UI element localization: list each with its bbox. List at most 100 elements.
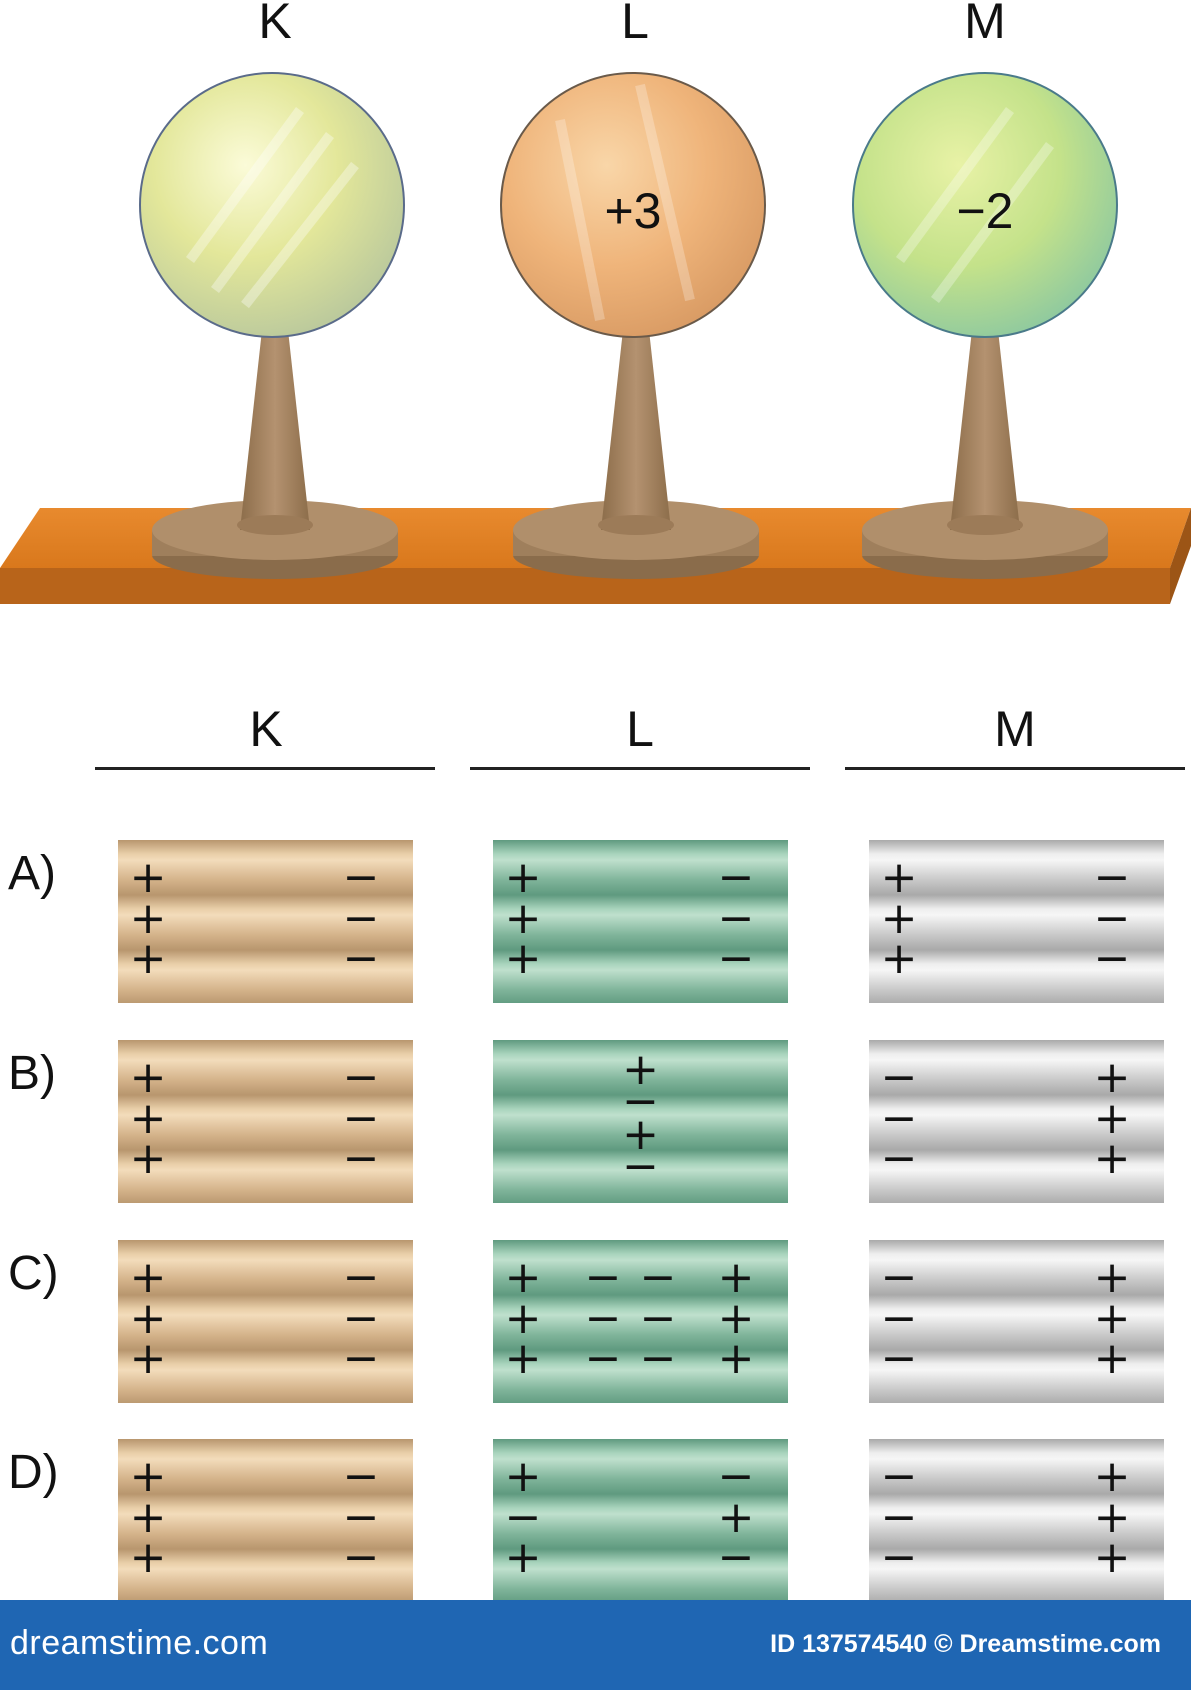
minus-sign: − <box>342 1292 380 1344</box>
sphere-label-l: L <box>621 0 649 49</box>
plate-m: −+−+−+ <box>869 1439 1164 1602</box>
option-label: B) <box>8 1047 56 1100</box>
minus-sign: − <box>342 892 380 944</box>
plus-sign: + <box>129 933 167 985</box>
column-header-k: K <box>249 701 283 757</box>
plus-sign: + <box>1093 1092 1131 1144</box>
minus-sign: − <box>584 1333 622 1385</box>
stand-l <box>513 330 759 579</box>
minus-sign: − <box>342 933 380 985</box>
plus-sign: + <box>504 851 542 903</box>
plate-k: + − + − + − <box>118 1040 413 1203</box>
plus-sign: + <box>622 1043 659 1095</box>
sphere-stands-illustration <box>0 72 1191 604</box>
plus-sign: + <box>129 1450 167 1502</box>
minus-sign: − <box>717 1532 755 1584</box>
plus-sign: + <box>622 1108 659 1160</box>
sphere-m <box>852 72 1118 338</box>
plate-l: + − + − + − <box>493 840 788 1003</box>
plus-sign: + <box>717 1292 755 1344</box>
plus-sign: + <box>717 1251 755 1303</box>
plus-sign: + <box>504 933 542 985</box>
plus-sign: + <box>129 892 167 944</box>
stand-m <box>862 330 1108 579</box>
plus-sign: + <box>129 1092 167 1144</box>
minus-sign: − <box>342 851 380 903</box>
plate-l: +−+− <box>493 1040 788 1203</box>
option-label: A) <box>8 847 56 900</box>
plus-sign: + <box>504 1333 542 1385</box>
plus-sign: + <box>129 1133 167 1185</box>
footer-id: ID 137574540 © Dreamstime.com <box>770 1630 1161 1658</box>
minus-sign: − <box>880 1491 918 1543</box>
plus-sign: + <box>129 1292 167 1344</box>
minus-sign: − <box>717 851 755 903</box>
footer-site: dreamstime.com <box>10 1624 269 1662</box>
minus-sign: − <box>639 1333 677 1385</box>
minus-sign: − <box>639 1292 677 1344</box>
sphere-label-m: M <box>964 0 1006 49</box>
plus-sign: + <box>1093 1450 1131 1502</box>
minus-sign: − <box>717 933 755 985</box>
minus-sign: − <box>880 1292 918 1344</box>
minus-sign: − <box>880 1333 918 1385</box>
column-header-l: L <box>626 701 654 757</box>
plus-sign: + <box>129 1051 167 1103</box>
plate-m: +−+−+− <box>869 840 1164 1003</box>
plus-sign: + <box>504 1532 542 1584</box>
plate-m: − + − + − + <box>869 1240 1164 1403</box>
sphere-l <box>500 72 766 338</box>
minus-sign: − <box>342 1092 380 1144</box>
minus-sign: − <box>622 1141 659 1193</box>
minus-sign: − <box>342 1333 380 1385</box>
plus-sign: + <box>1093 1251 1131 1303</box>
option-label: C) <box>8 1247 59 1300</box>
plus-sign: + <box>880 933 918 985</box>
sphere-charge-m: −2 <box>956 183 1014 239</box>
minus-sign: − <box>880 1051 918 1103</box>
plus-sign: + <box>1093 1532 1131 1584</box>
stand-k <box>152 330 398 579</box>
sphere-charge-l: +3 <box>604 183 662 239</box>
option-label: D) <box>8 1446 59 1499</box>
plate-m: −+−+−+ <box>869 1040 1164 1203</box>
minus-sign: − <box>717 892 755 944</box>
minus-sign: − <box>622 1076 659 1128</box>
minus-sign: − <box>880 1450 918 1502</box>
plus-sign: + <box>129 1532 167 1584</box>
column-rule-k <box>95 767 435 770</box>
plus-sign: + <box>1093 1051 1131 1103</box>
minus-sign: − <box>504 1491 542 1543</box>
minus-sign: − <box>880 1251 918 1303</box>
plate-k: + − + − + − <box>118 1439 413 1602</box>
plus-sign: + <box>717 1333 755 1385</box>
footer-bar: dreamstime.com ID 137574540 © Dreamstime… <box>0 1600 1191 1690</box>
minus-sign: − <box>584 1292 622 1344</box>
minus-sign: − <box>1093 892 1131 944</box>
column-header-m: M <box>994 701 1036 757</box>
plate-l: +−−++− <box>493 1439 788 1602</box>
plate-l: +−−++−−++−−+ <box>493 1240 788 1403</box>
minus-sign: − <box>1093 933 1131 985</box>
minus-sign: − <box>880 1532 918 1584</box>
plus-sign: + <box>129 1251 167 1303</box>
column-rule-l <box>470 767 810 770</box>
plus-sign: + <box>1093 1292 1131 1344</box>
minus-sign: − <box>717 1450 755 1502</box>
plus-sign: + <box>1093 1333 1131 1385</box>
plate-k: +−+−+− <box>118 1240 413 1403</box>
minus-sign: − <box>342 1532 380 1584</box>
plus-sign: + <box>504 1251 542 1303</box>
minus-sign: − <box>342 1450 380 1502</box>
minus-sign: − <box>880 1092 918 1144</box>
plus-sign: + <box>880 892 918 944</box>
minus-sign: − <box>342 1051 380 1103</box>
column-rule-m <box>845 767 1185 770</box>
minus-sign: − <box>342 1251 380 1303</box>
minus-sign: − <box>880 1133 918 1185</box>
plus-sign: + <box>504 892 542 944</box>
plus-sign: + <box>129 1491 167 1543</box>
minus-sign: − <box>342 1491 380 1543</box>
minus-sign: − <box>342 1133 380 1185</box>
sphere-label-k: K <box>258 0 292 49</box>
